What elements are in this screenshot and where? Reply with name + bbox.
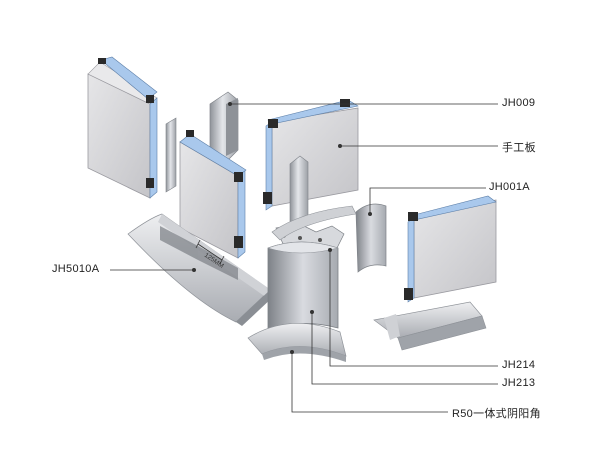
callout-jh001a: JH001A	[489, 181, 530, 193]
callout-jh009: JH009	[502, 97, 536, 109]
leader-jh213	[311, 312, 498, 385]
base-profile-right	[373, 301, 487, 351]
callout-panel: 手工板	[502, 142, 536, 154]
leader-r50	[291, 352, 448, 413]
callout-r50: R50一体式阴阳角	[452, 408, 541, 420]
jh5010a-cove-base	[127, 213, 274, 326]
leader-jh001a	[369, 187, 486, 214]
leader-lines	[110, 102, 498, 413]
callout-jh5010a: JH5010A	[52, 263, 100, 275]
leader-jh214	[329, 250, 498, 367]
jh213-curved-column	[267, 241, 339, 331]
sandwich-panel-center	[263, 99, 359, 211]
r50-corner-piece	[247, 323, 347, 362]
jh001a-profile	[355, 203, 387, 273]
wall-panel-center-left	[179, 130, 247, 259]
wall-panel-left	[87, 56, 158, 199]
callout-jh213: JH213	[502, 377, 536, 389]
callout-jh214: JH214	[502, 359, 536, 371]
wall-panel-right	[404, 195, 497, 303]
narrow-profile-left	[165, 117, 177, 193]
jh009-profile	[209, 91, 239, 163]
curved-corner-back	[271, 205, 357, 241]
